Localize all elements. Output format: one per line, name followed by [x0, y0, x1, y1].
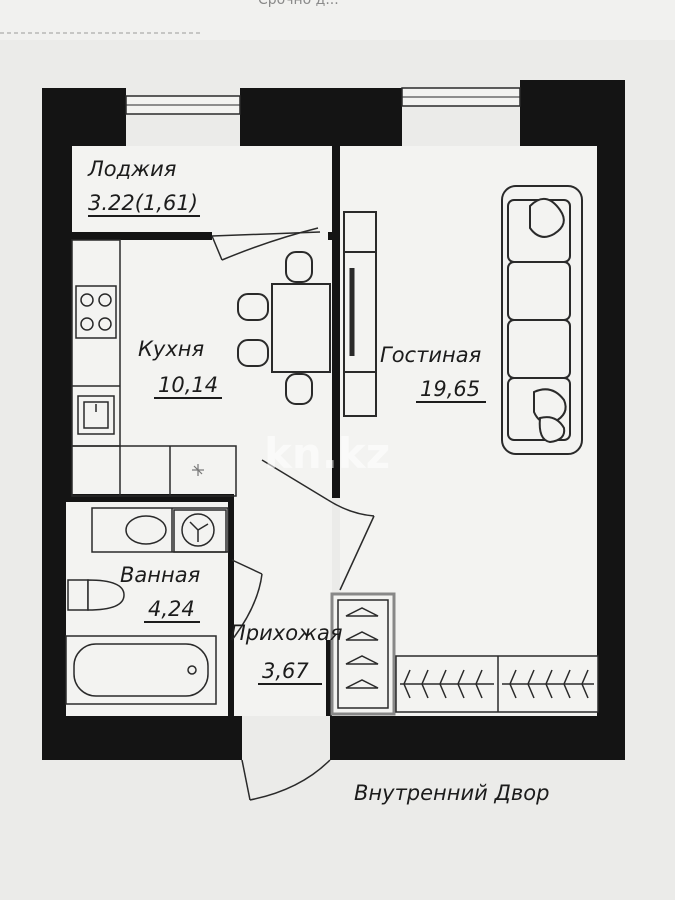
outer-walls	[42, 80, 625, 760]
wardrobe-horizontal	[395, 655, 599, 713]
hallway-name: Прихожая	[230, 621, 342, 645]
stove-icon	[75, 285, 117, 339]
bathroom-name: Ванная	[120, 563, 200, 587]
bathroom-area: 4,24	[148, 597, 195, 621]
living-name: Гостиная	[380, 343, 481, 367]
wardrobe-vertical	[330, 592, 396, 716]
loggia-name: Лоджия	[87, 157, 176, 181]
washing-machine-icon	[173, 509, 227, 553]
bathtub-icon	[65, 635, 217, 705]
tv-stand	[343, 211, 377, 417]
window-right	[401, 87, 521, 107]
loggia-door	[211, 227, 321, 261]
courtyard-label: Внутренний Двор	[354, 781, 549, 805]
kitchen-name: Кухня	[138, 337, 204, 361]
bath-shelf	[91, 507, 229, 553]
kitchen-counter	[71, 239, 237, 497]
fridge-star-icon	[192, 464, 204, 476]
window-left	[125, 95, 241, 115]
sofa	[501, 185, 583, 455]
hallway-doors	[231, 459, 375, 801]
kitchen-area: 10,14	[158, 373, 218, 397]
washbasin-icon	[125, 515, 167, 545]
toilet-icon	[67, 579, 125, 611]
loggia-area: 3.22(1,61)	[88, 191, 198, 215]
interior-walls	[66, 146, 340, 716]
hallway-area: 3,67	[262, 659, 309, 683]
watermark: kn.kz	[264, 429, 390, 478]
header-fragment: Срочно д...	[258, 0, 339, 8]
living-area: 19,65	[420, 377, 480, 401]
sink-icon	[77, 395, 115, 435]
dining-table	[237, 251, 331, 405]
